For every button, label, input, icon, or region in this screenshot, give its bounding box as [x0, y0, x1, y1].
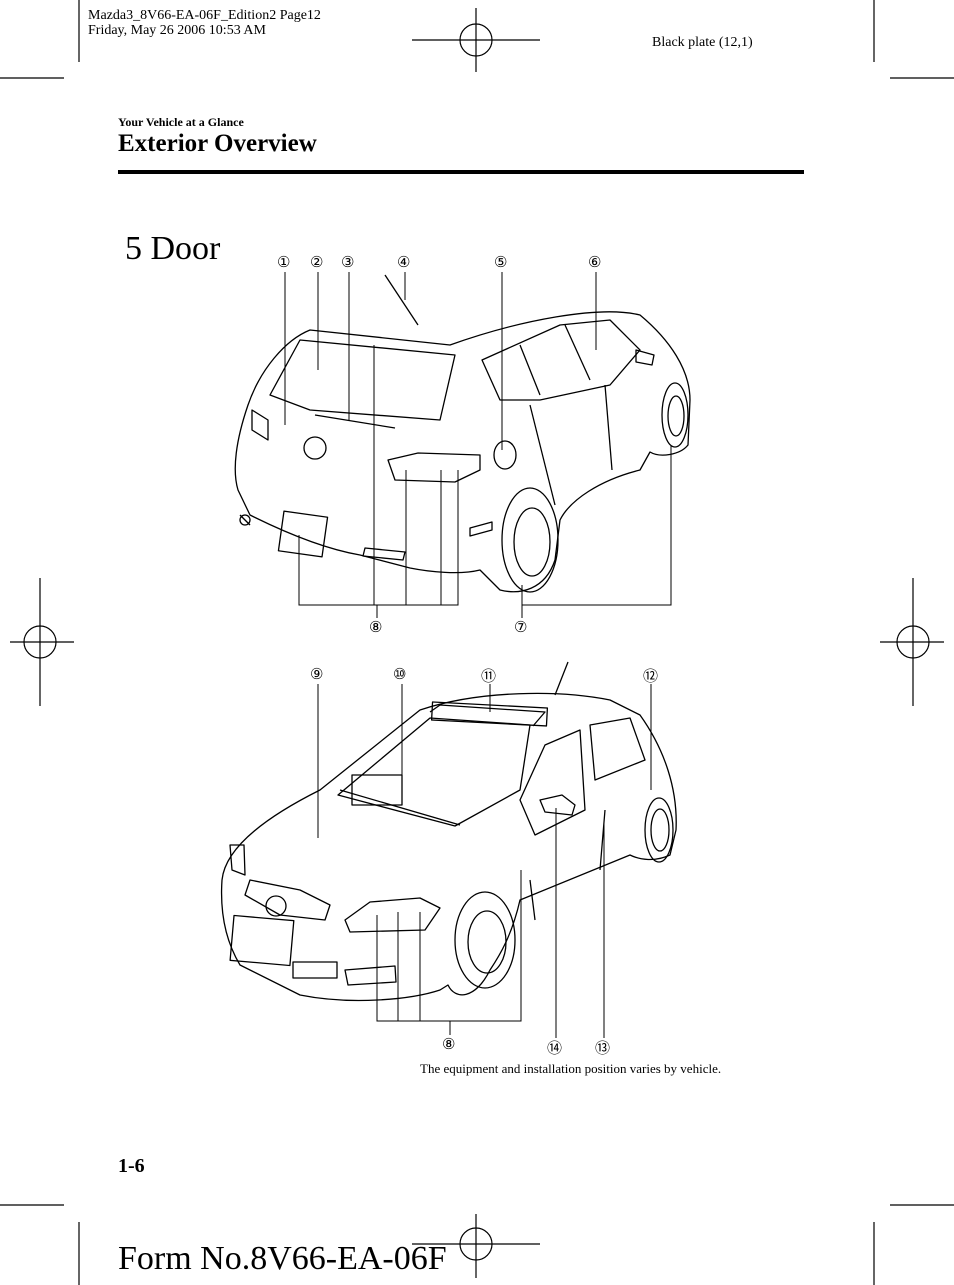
callout-2: ②	[310, 255, 324, 271]
registration-mark-left	[10, 578, 74, 706]
callout-8-front: ⑧	[442, 1037, 456, 1053]
rear-leader-lines	[284, 272, 672, 618]
registration-mark-bottom	[412, 1214, 540, 1278]
print-header-line1: Mazda3_8V66-EA-06F_Edition2 Page12	[88, 8, 321, 23]
callout-14: ⑭	[547, 1041, 563, 1057]
callout-4: ④	[397, 255, 411, 271]
page-number: 1-6	[118, 1155, 145, 1177]
callout-5: ⑤	[494, 255, 508, 271]
car-rear-illustration	[234, 274, 691, 593]
print-header-line2: Friday, May 26 2006 10:53 AM	[88, 23, 266, 38]
callout-11: ⑪	[481, 669, 497, 685]
callout-10: ⑩	[393, 667, 407, 683]
page-title: Exterior Overview	[118, 130, 317, 157]
registration-mark-right	[880, 578, 944, 706]
car-front-illustration	[220, 661, 677, 1002]
callout-9: ⑨	[310, 667, 324, 683]
registration-mark-top	[412, 8, 540, 72]
form-number: Form No.8V66-EA-06F	[118, 1240, 447, 1277]
callout-6: ⑥	[588, 255, 602, 271]
callout-13: ⑬	[595, 1041, 611, 1057]
plate-label: Black plate (12,1)	[652, 35, 753, 50]
front-leader-lines	[317, 684, 652, 1038]
title-rule	[118, 170, 804, 174]
footnote: The equipment and installation position …	[420, 1061, 722, 1076]
print-header: Mazda3_8V66-EA-06F_Edition2 Page12 Frida…	[88, 8, 321, 38]
callout-12: ⑫	[643, 669, 659, 685]
callout-1: ①	[277, 255, 291, 271]
section-label: Your Vehicle at a Glance	[118, 115, 244, 129]
variant-label: 5 Door	[125, 230, 221, 267]
callout-7: ⑦	[514, 620, 528, 636]
callout-3: ③	[341, 255, 355, 271]
callout-8-rear: ⑧	[369, 620, 383, 636]
